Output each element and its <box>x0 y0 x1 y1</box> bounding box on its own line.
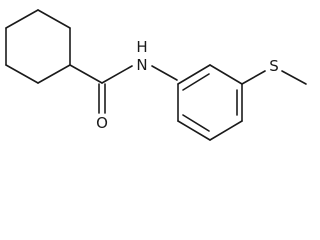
carbonyl-to-nitrogen-bond <box>101 65 133 84</box>
atom-label-sulfur: S <box>269 57 279 75</box>
bond <box>37 64 71 84</box>
atom-label-oxygen: O <box>96 114 108 132</box>
bond <box>209 64 243 85</box>
bond <box>5 64 39 84</box>
chemical-structure: N H O S <box>5 9 307 141</box>
bond <box>209 120 243 141</box>
aromatic-inner-bond <box>182 114 210 132</box>
aromatic-inner-bond <box>182 73 210 91</box>
cyclohexane-ring <box>5 9 71 84</box>
atom-label-nitrogen: N <box>136 56 147 74</box>
bond <box>177 64 211 85</box>
bond <box>177 120 211 141</box>
bond <box>37 9 71 29</box>
nitrogen-to-phenyl-bond <box>151 65 178 81</box>
atom-label-hydrogen: H <box>136 38 147 56</box>
ring-to-carbonyl-bond <box>69 64 103 84</box>
benzene-ring <box>177 64 243 141</box>
bond <box>5 9 39 29</box>
sulfur-to-methyl-bond <box>281 70 307 85</box>
phenyl-to-sulfur-bond <box>241 70 266 85</box>
carbonyl-double-bond <box>98 83 106 114</box>
